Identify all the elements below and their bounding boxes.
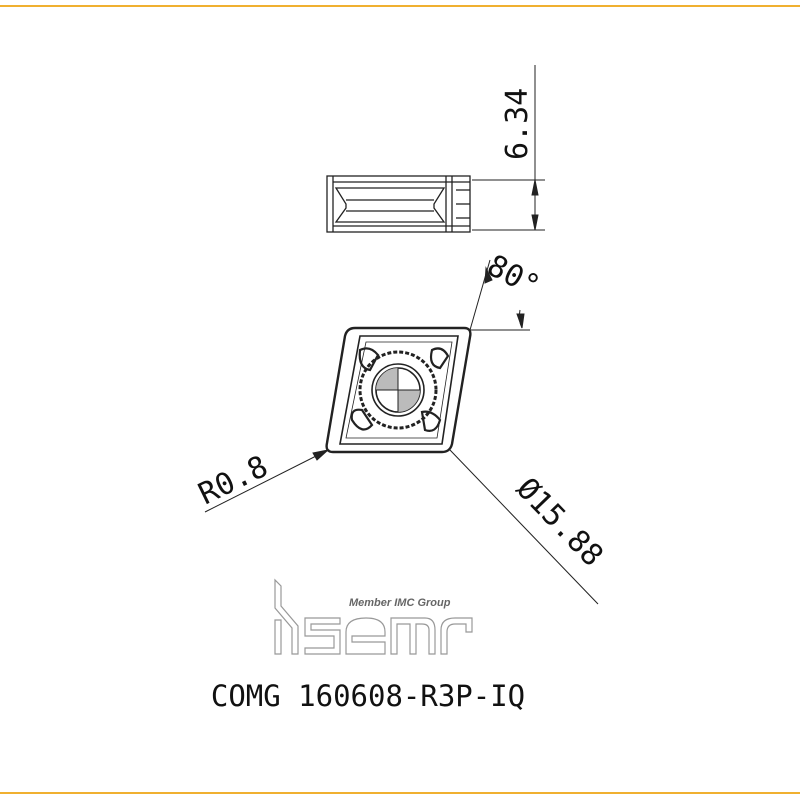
angle-dimension xyxy=(469,259,530,331)
part-number-title: COMG 160608-R3P-IQ xyxy=(211,679,525,713)
thickness-dimension xyxy=(472,65,545,231)
insert-top-view xyxy=(325,326,472,454)
logo-tagline: Member IMC Group xyxy=(349,597,451,609)
diameter-dimension xyxy=(449,449,599,605)
iscar-logo xyxy=(274,578,473,655)
thickness-label: 6.34 xyxy=(500,88,535,160)
radius-dimension xyxy=(204,449,330,513)
radius-label: R0.8 xyxy=(193,449,273,512)
insert-side-view xyxy=(326,175,471,233)
diameter-label: Ø15.88 xyxy=(509,471,609,573)
angle-label: 80° xyxy=(481,248,545,304)
